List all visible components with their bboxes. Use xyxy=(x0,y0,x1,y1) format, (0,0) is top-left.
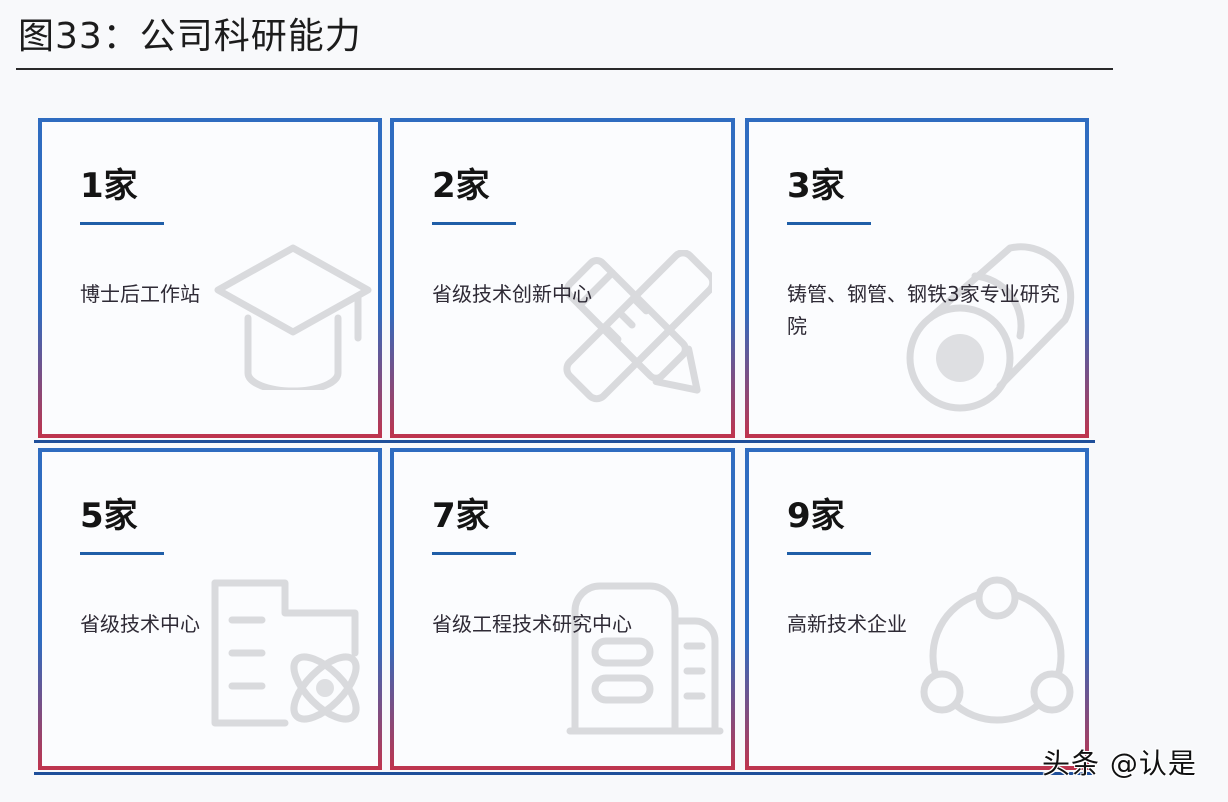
card-label: 省级技术中心 xyxy=(80,612,200,636)
card-label: 铸管、钢管、钢铁3家专业研究院 xyxy=(787,282,1060,338)
card-bottom-shadow xyxy=(34,440,388,443)
pencil-ruler-icon xyxy=(563,250,712,403)
network-nodes-icon xyxy=(920,576,1074,724)
card-research-institutes: 3家 铸管、钢管、钢铁3家专业研究院 xyxy=(741,118,1095,443)
card-label: 高新技术企业 xyxy=(787,612,907,636)
card-label: 省级技术创新中心 xyxy=(432,282,592,306)
card-bottom-shadow xyxy=(741,440,1095,443)
card-count: 5家 xyxy=(80,496,138,536)
card-bottom-shadow xyxy=(741,772,1095,775)
card-high-tech-enterprise: 9家 高新技术企业 xyxy=(741,448,1095,775)
accent-line xyxy=(787,552,871,555)
card-count: 3家 xyxy=(787,166,845,206)
card-label: 省级工程技术研究中心 xyxy=(432,612,632,636)
accent-line xyxy=(787,222,871,225)
card-label: 博士后工作站 xyxy=(80,282,200,306)
card-count: 7家 xyxy=(432,496,490,536)
card-count: 9家 xyxy=(787,496,845,536)
graduation-cap-icon xyxy=(214,244,372,390)
accent-line xyxy=(432,552,516,555)
accent-line xyxy=(80,552,164,555)
accent-line xyxy=(80,222,164,225)
card-frame xyxy=(38,118,382,438)
figure-title: 图33：公司科研能力 xyxy=(18,16,362,57)
building-atom-icon xyxy=(211,579,360,727)
source-watermark: 头条 @认是 xyxy=(1042,747,1197,780)
card-bottom-shadow xyxy=(386,440,741,443)
accent-line xyxy=(432,222,516,225)
card-bottom-shadow xyxy=(386,772,741,775)
title-divider xyxy=(16,68,1113,70)
card-engineering-research-center: 7家 省级工程技术研究中心 xyxy=(386,448,741,775)
card-tech-center: 5家 省级技术中心 xyxy=(34,448,388,775)
card-count: 1家 xyxy=(80,166,138,206)
card-innovation-center: 2家 省级技术创新中心 xyxy=(386,118,741,443)
steel-pipe-icon xyxy=(906,243,1075,412)
card-postdoc-station: 1家 博士后工作站 xyxy=(34,118,388,443)
card-bottom-shadow xyxy=(34,772,388,775)
card-count: 2家 xyxy=(432,166,490,206)
buildings-icon xyxy=(566,582,724,735)
